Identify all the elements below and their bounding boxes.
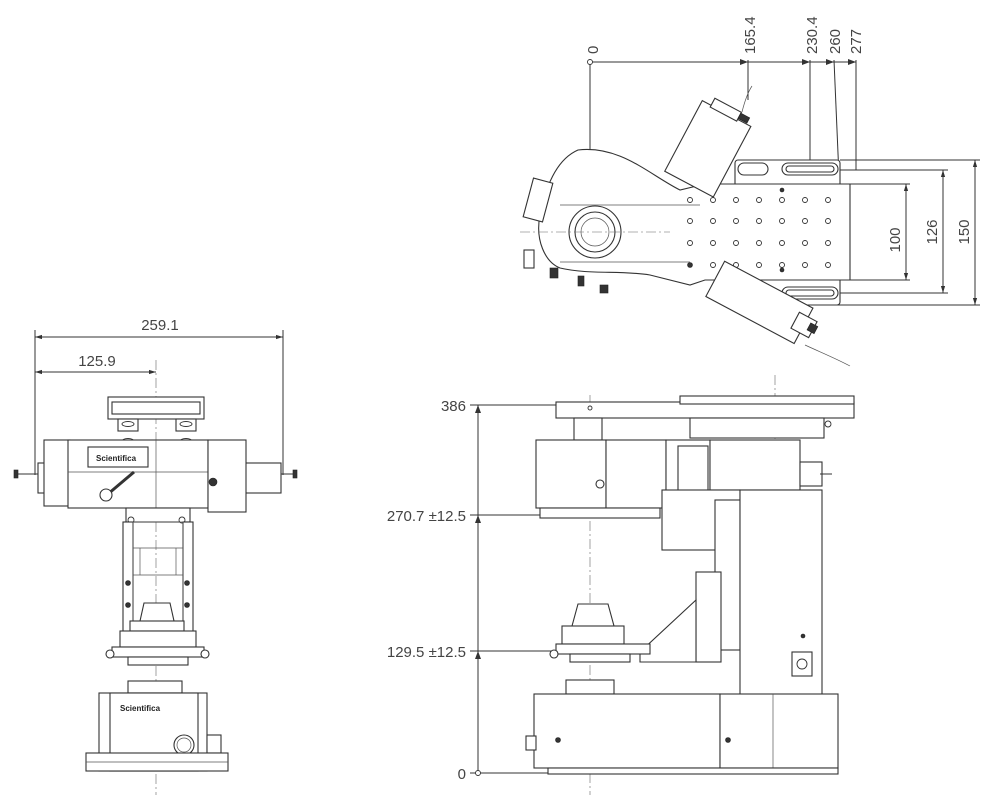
- base-brand-label: Scientifica: [120, 704, 161, 713]
- top-y-dim-126: 126: [924, 219, 941, 244]
- front-half-width-label: 125.9: [78, 353, 116, 370]
- top-y-dim-150: 150: [956, 219, 973, 244]
- upper-actuator: [663, 97, 752, 198]
- top-x-dim-2: 230.4: [804, 16, 821, 54]
- lower-actuator: [705, 260, 819, 345]
- side-view: 386 270.7 ±12.5 129.5 ±12.5 0: [387, 375, 855, 795]
- side-height-386: 386: [441, 398, 466, 415]
- stage-hole-grid: [687, 187, 831, 273]
- top-x-dim-0: 0: [585, 46, 602, 54]
- front-view: 259.1 125.9 Scientifica: [13, 317, 298, 795]
- top-y-dimensions: 100 126 150: [830, 159, 980, 306]
- front-width-dimension: 259.1: [34, 317, 284, 475]
- front-brand-label: Scientifica: [96, 454, 137, 463]
- top-y-dim-100: 100: [887, 227, 904, 252]
- front-half-width-dimension: 125.9: [35, 353, 156, 375]
- top-view: 0 165.4 230.4 260 277 100 126 150: [520, 16, 980, 367]
- front-width-label: 259.1: [141, 317, 179, 334]
- side-height-129: 129.5 ±12.5: [387, 644, 466, 661]
- top-x-dim-3: 260: [827, 29, 844, 54]
- side-height-270: 270.7 ±12.5: [387, 508, 466, 525]
- side-height-dimensions: 386 270.7 ±12.5 129.5 ±12.5 0: [387, 398, 610, 783]
- top-x-dim-4: 277: [848, 29, 865, 54]
- side-height-0: 0: [458, 766, 466, 783]
- top-x-dim-1: 165.4: [742, 16, 759, 54]
